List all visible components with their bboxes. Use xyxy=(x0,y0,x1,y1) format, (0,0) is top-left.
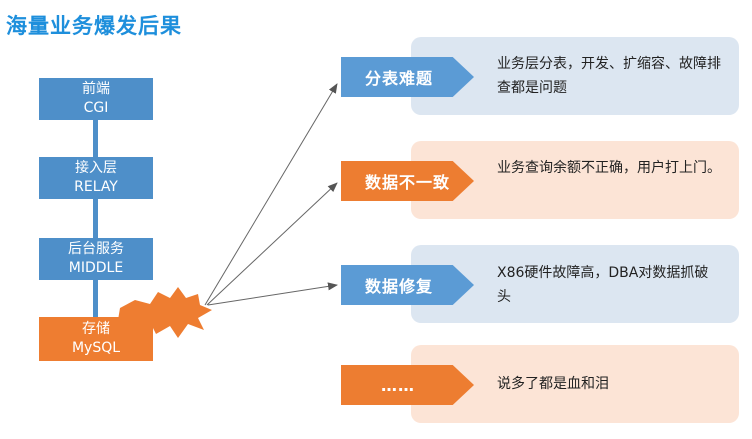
layer-frontend: 前端 CGI xyxy=(39,78,153,120)
layer-storage: 存储 MySQL xyxy=(39,317,153,361)
tag-repair: 数据修复 xyxy=(341,265,474,305)
layer-frontend-name: 前端 xyxy=(82,81,110,97)
tag-sharding: 分表难题 xyxy=(341,57,474,97)
desc-repair: X86硬件故障高，DBA对数据抓破头 xyxy=(497,265,709,305)
arrow-to-inconsistency xyxy=(206,182,338,306)
layer-frontend-code: CGI xyxy=(83,100,109,116)
arrow-to-repair xyxy=(207,282,338,306)
layer-access-code: RELAY xyxy=(74,179,118,195)
arrow-to-sharding xyxy=(204,83,338,306)
layer-storage-code: MySQL xyxy=(71,340,121,356)
desc-more: 说多了都是血和泪 xyxy=(497,376,609,392)
layer-backend-name: 后台服务 xyxy=(68,241,124,257)
desc-sharding: 业务层分表，开发、扩缩容、故障排查都是问题 xyxy=(497,56,721,96)
page-title: 海量业务爆发后果 xyxy=(6,14,182,38)
layer-backend: 后台服务 MIDDLE xyxy=(39,238,153,280)
stack-connector xyxy=(93,120,98,320)
desc-inconsistency: 业务查询余额不正确，用户打上门。 xyxy=(497,160,721,176)
layer-backend-code: MIDDLE xyxy=(68,260,124,276)
layer-access: 接入层 RELAY xyxy=(39,157,153,199)
layer-storage-name: 存储 xyxy=(82,321,110,337)
tag-more: …… xyxy=(341,365,474,405)
tag-inconsistency: 数据不一致 xyxy=(341,161,474,201)
layer-access-name: 接入层 xyxy=(75,160,117,176)
